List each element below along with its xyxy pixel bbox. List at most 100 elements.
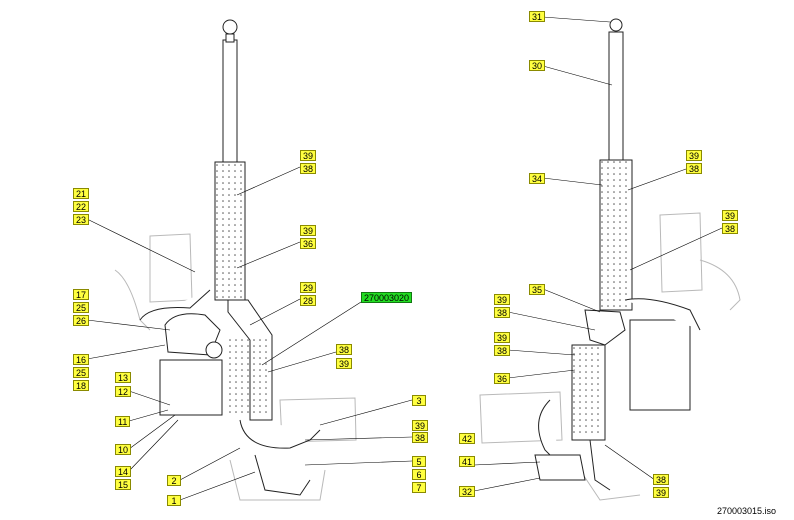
perforation-dot xyxy=(216,176,218,178)
callout-6[interactable]: 6 xyxy=(412,469,426,480)
perforation-dot xyxy=(234,272,236,274)
perforation-dot xyxy=(597,383,599,385)
perforation-dot xyxy=(579,407,581,409)
perforation-dot xyxy=(235,363,237,365)
callout-38[interactable]: 38 xyxy=(653,474,670,485)
callout-36[interactable]: 36 xyxy=(494,373,511,384)
callout-10[interactable]: 10 xyxy=(115,444,132,455)
perforation-dot xyxy=(607,275,609,277)
callout-39[interactable]: 39 xyxy=(653,487,670,498)
perforation-dot xyxy=(601,263,603,265)
callout-29[interactable]: 29 xyxy=(300,282,317,293)
callout-31[interactable]: 31 xyxy=(529,11,546,22)
perforation-dot xyxy=(234,224,236,226)
perforation-dot xyxy=(228,218,230,220)
perforation-dot xyxy=(601,185,603,187)
callout-25[interactable]: 25 xyxy=(73,367,90,378)
perforation-dot xyxy=(228,176,230,178)
callout-3[interactable]: 3 xyxy=(412,395,426,406)
callout-2[interactable]: 2 xyxy=(167,475,181,486)
callout-38[interactable]: 38 xyxy=(412,432,429,443)
callout-25[interactable]: 25 xyxy=(73,302,90,313)
perforation-dot xyxy=(222,290,224,292)
callout-38[interactable]: 38 xyxy=(494,307,511,318)
perforation-dot xyxy=(241,405,243,407)
perforation-dot xyxy=(222,248,224,250)
callout-13[interactable]: 13 xyxy=(115,372,132,383)
callout-12[interactable]: 12 xyxy=(115,386,132,397)
callout-38[interactable]: 38 xyxy=(300,163,317,174)
callout-28[interactable]: 28 xyxy=(300,295,317,306)
perforation-dot xyxy=(607,203,609,205)
perforation-dot xyxy=(607,209,609,211)
perforation-dot xyxy=(585,347,587,349)
perforation-dot xyxy=(216,170,218,172)
callout-39[interactable]: 39 xyxy=(300,225,317,236)
perforation-dot xyxy=(234,182,236,184)
perforation-dot xyxy=(216,230,218,232)
callout-39[interactable]: 39 xyxy=(336,358,353,369)
callout-39[interactable]: 39 xyxy=(494,294,511,305)
callout-39[interactable]: 39 xyxy=(300,150,317,161)
callout-32[interactable]: 32 xyxy=(459,486,476,497)
callout-30[interactable]: 30 xyxy=(529,60,546,71)
callout-11[interactable]: 11 xyxy=(115,416,131,427)
perforation-dot xyxy=(216,164,218,166)
perforation-dot xyxy=(228,170,230,172)
part-link-270003020[interactable]: 270003020 xyxy=(361,292,413,303)
callout-22[interactable]: 22 xyxy=(73,201,90,212)
callout-39[interactable]: 39 xyxy=(494,332,511,343)
callout-14[interactable]: 14 xyxy=(115,466,132,477)
perforation-dot xyxy=(601,233,603,235)
callout-38[interactable]: 38 xyxy=(686,163,703,174)
perforation-dot xyxy=(216,194,218,196)
perforation-dot xyxy=(613,239,615,241)
perforation-dot xyxy=(247,381,249,383)
callout-38[interactable]: 38 xyxy=(494,345,511,356)
perforation-dot xyxy=(228,248,230,250)
callout-38[interactable]: 38 xyxy=(336,344,353,355)
callout-16[interactable]: 16 xyxy=(73,354,90,365)
callout-34[interactable]: 34 xyxy=(529,173,546,184)
callout-21[interactable]: 21 xyxy=(73,188,90,199)
callout-23[interactable]: 23 xyxy=(73,214,90,225)
perforation-dot xyxy=(241,399,243,401)
callout-15[interactable]: 15 xyxy=(115,479,132,490)
perforation-dot xyxy=(613,269,615,271)
callout-38[interactable]: 38 xyxy=(722,223,739,234)
callout-42[interactable]: 42 xyxy=(459,433,476,444)
perforation-dot xyxy=(585,425,587,427)
perforation-dot xyxy=(613,221,615,223)
callout-39[interactable]: 39 xyxy=(412,420,429,431)
callout-35[interactable]: 35 xyxy=(529,284,546,295)
callout-17[interactable]: 17 xyxy=(73,289,90,300)
perforation-dot xyxy=(579,395,581,397)
callout-41[interactable]: 41 xyxy=(459,456,476,467)
perforation-dot xyxy=(247,393,249,395)
perforation-dot xyxy=(625,203,627,205)
perforation-dot xyxy=(265,339,267,341)
perforation-dot xyxy=(234,254,236,256)
perforation-dot xyxy=(228,272,230,274)
perforation-dot xyxy=(259,351,261,353)
callout-18[interactable]: 18 xyxy=(73,380,90,391)
callout-39[interactable]: 39 xyxy=(722,210,739,221)
perforation-dot xyxy=(240,272,242,274)
callout-5[interactable]: 5 xyxy=(412,456,426,467)
callout-39[interactable]: 39 xyxy=(686,150,703,161)
perforation-dot xyxy=(625,257,627,259)
callout-1[interactable]: 1 xyxy=(167,495,181,506)
perforation-dot xyxy=(265,357,267,359)
perforation-dot xyxy=(613,257,615,259)
perforation-dot xyxy=(240,296,242,298)
perforation-dot xyxy=(247,399,249,401)
perforation-dot xyxy=(601,287,603,289)
perforation-dot xyxy=(625,227,627,229)
callout-7[interactable]: 7 xyxy=(412,482,426,493)
perforation-dot xyxy=(607,245,609,247)
callout-36[interactable]: 36 xyxy=(300,238,317,249)
callout-26[interactable]: 26 xyxy=(73,315,90,326)
perforation-dot xyxy=(619,299,621,301)
perforation-dot xyxy=(259,369,261,371)
perforation-dot xyxy=(228,236,230,238)
